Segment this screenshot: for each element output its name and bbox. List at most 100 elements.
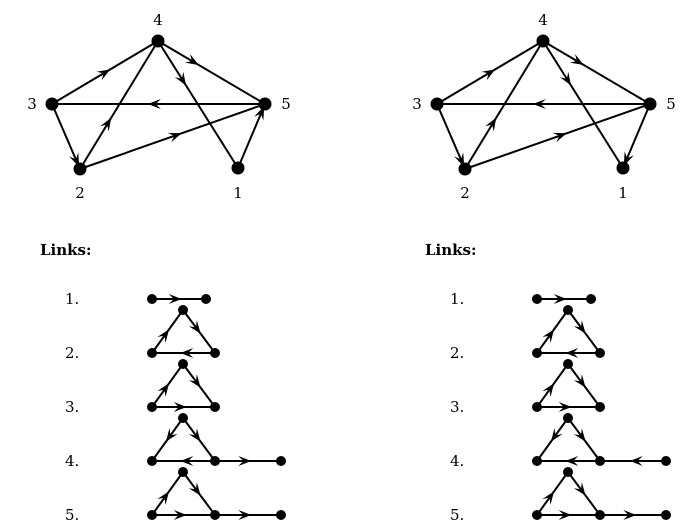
edge-4-to-1-arrowhead	[174, 71, 186, 86]
link-node-far	[661, 510, 671, 520]
graph-node-4	[536, 34, 550, 48]
edge-2-to-5-arrowhead	[167, 132, 182, 143]
edge-1-to-5	[237, 103, 266, 169]
link-edge-bl-to-t-arrowhead	[542, 491, 555, 505]
node-label-2: 2	[460, 184, 470, 202]
link-node-t	[178, 359, 188, 369]
link-edge-t-to-br-arrowhead	[188, 428, 201, 442]
edge-2-to-4-arrowhead	[100, 117, 112, 132]
link-edge-far-to-br-arrowhead	[629, 456, 643, 466]
edge-3-to-2	[51, 103, 81, 170]
link-node-br	[595, 456, 605, 466]
graph-node-2	[458, 162, 472, 176]
link-edge-a-to-b-arrowhead	[168, 294, 182, 304]
link-node-br	[210, 456, 220, 466]
link-edge-t-to-br-arrowhead	[188, 374, 201, 388]
link-edge-bl-to-br-arrowhead	[173, 402, 187, 412]
link-label: 2.	[450, 344, 464, 362]
node-label-3: 3	[412, 95, 422, 113]
link-edge-br-to-bl-arrowhead	[180, 456, 194, 466]
link-edge-bl-to-br-arrowhead	[558, 402, 572, 412]
link-1: 1.	[450, 290, 596, 308]
link-edge-t-to-br-arrowhead	[573, 374, 586, 388]
link-node-t	[178, 467, 188, 477]
link-node-t	[563, 305, 573, 315]
links-heading: Links:	[425, 241, 477, 259]
link-edge-br-to-bl-arrowhead	[180, 348, 194, 358]
link-node-t	[178, 305, 188, 315]
link-node-br	[210, 348, 220, 358]
node-label-4: 4	[153, 11, 163, 29]
node-label-3: 3	[27, 95, 37, 113]
edge-3-to-2	[436, 103, 466, 170]
link-2: 2.	[65, 305, 220, 362]
link-edge-bl-to-br-arrowhead	[173, 510, 187, 520]
link-edge-t-to-br-arrowhead	[573, 320, 586, 334]
link-label: 5.	[450, 506, 464, 524]
link-edge-t-to-br-arrowhead	[188, 482, 201, 496]
link-edge-t-to-bl-arrowhead	[165, 428, 178, 442]
link-node-bl	[147, 402, 157, 412]
edge-5-to-3-arrowhead	[147, 99, 161, 109]
edge-4-to-5-arrowhead	[184, 54, 199, 65]
link-edge-t-to-bl-arrowhead	[550, 428, 563, 442]
link-label: 4.	[450, 452, 464, 470]
link-edge-t-to-br-arrowhead	[573, 482, 586, 496]
link-node-a	[147, 294, 157, 304]
edge-2-to-5-arrowhead	[552, 132, 567, 143]
link-edge-bl-to-t-arrowhead	[542, 383, 555, 397]
link-edge-t-to-br-arrowhead	[573, 428, 586, 442]
graph-node-5	[643, 97, 657, 111]
link-3: 3.	[450, 359, 605, 416]
links-heading: Links:	[40, 241, 92, 259]
link-label: 2.	[65, 344, 79, 362]
node-label-2: 2	[75, 184, 85, 202]
node-label-1: 1	[233, 184, 243, 202]
link-1: 1.	[65, 290, 211, 308]
link-node-bl	[147, 510, 157, 520]
link-node-a	[532, 294, 542, 304]
link-node-far	[276, 510, 286, 520]
edge-3-to-4-arrowhead	[481, 69, 496, 81]
link-edge-br-to-bl-arrowhead	[565, 456, 579, 466]
graph-node-1	[616, 161, 630, 175]
link-4: 4.	[65, 413, 286, 470]
link-node-br	[595, 402, 605, 412]
link-edge-bl-to-t-arrowhead	[157, 491, 170, 505]
link-5: 5.	[450, 467, 671, 524]
edge-5-to-3-arrowhead	[532, 99, 546, 109]
link-edge-br-to-far-arrowhead	[238, 456, 252, 466]
link-label: 4.	[65, 452, 79, 470]
node-label-1: 1	[618, 184, 628, 202]
link-node-t	[563, 467, 573, 477]
link-3: 3.	[65, 359, 220, 416]
edge-4-to-1-arrowhead	[559, 71, 571, 86]
link-2: 2.	[450, 305, 605, 362]
link-edge-br-to-far-arrowhead	[238, 510, 252, 520]
link-edge-bl-to-t-arrowhead	[157, 329, 170, 343]
link-label: 1.	[65, 290, 79, 308]
link-label: 3.	[450, 398, 464, 416]
link-node-bl	[147, 456, 157, 466]
link-node-b	[586, 294, 596, 304]
node-label-5: 5	[281, 95, 291, 113]
link-node-t	[178, 413, 188, 423]
link-edge-br-to-bl-arrowhead	[565, 348, 579, 358]
node-label-5: 5	[666, 95, 676, 113]
link-edge-br-to-far-arrowhead	[623, 510, 637, 520]
link-node-br	[595, 348, 605, 358]
link-node-t	[563, 359, 573, 369]
link-node-bl	[147, 348, 157, 358]
link-node-b	[201, 294, 211, 304]
link-label: 5.	[65, 506, 79, 524]
edge-2-to-5	[79, 103, 266, 170]
link-4: 4.	[450, 413, 671, 470]
link-node-br	[595, 510, 605, 520]
graph-node-5	[258, 97, 272, 111]
graph-node-3	[430, 97, 444, 111]
link-edge-bl-to-t-arrowhead	[157, 383, 170, 397]
link-node-bl	[532, 402, 542, 412]
